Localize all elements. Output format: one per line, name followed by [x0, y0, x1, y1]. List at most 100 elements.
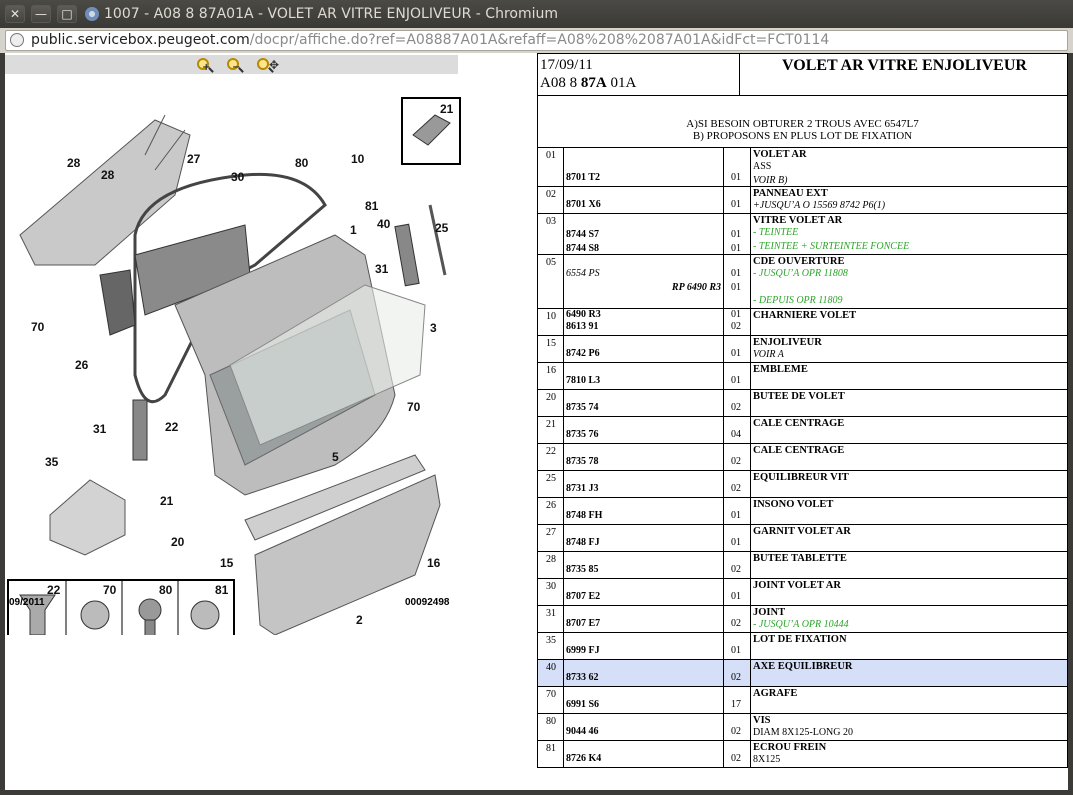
part-number[interactable]: 8735 76	[566, 429, 599, 440]
part-name: JOINT	[753, 607, 786, 618]
page-content: + − ✥	[5, 53, 1068, 790]
ref-number: 05	[546, 257, 556, 268]
close-window-button[interactable]: ✕	[5, 5, 25, 23]
ref-cell: 40	[538, 660, 564, 686]
part-name: BUTEE TABLETTE	[753, 553, 847, 564]
part-number-cell: 8726 K4	[564, 741, 724, 767]
quantity-cell: 01	[724, 336, 751, 362]
part-number[interactable]: 8733 62	[566, 672, 599, 683]
ref-number: 16	[546, 365, 556, 376]
callout-81: 81	[365, 199, 379, 213]
quantity: 02	[731, 618, 741, 629]
part-number[interactable]: 8735 74	[566, 402, 599, 413]
quantity: 04	[731, 429, 741, 440]
part-number[interactable]: 8735 78	[566, 456, 599, 467]
part-number[interactable]: 8731 J3	[566, 483, 599, 494]
address-bar[interactable]: public.servicebox.peugeot.com/docpr/affi…	[5, 30, 1068, 51]
part-number[interactable]: 8707 E2	[566, 591, 601, 602]
replacement-part-number: RP 6490 R3	[671, 281, 721, 293]
pan-zoom-icon	[256, 58, 269, 70]
part-number[interactable]: 6554 PS	[566, 268, 600, 279]
part-number[interactable]: 8744 S7	[566, 229, 600, 240]
part-number[interactable]: 8748 FH	[566, 510, 603, 521]
part-name: PANNEAU EXT	[753, 188, 828, 199]
maximize-window-button[interactable]: □	[57, 5, 77, 23]
zoom-out-button[interactable]: −	[223, 55, 243, 74]
part-number[interactable]: 7810 L3	[566, 375, 601, 386]
callout-16: 16	[427, 556, 441, 570]
part-name: CHARNIERE VOLET	[753, 310, 857, 321]
quantity: 01	[731, 591, 741, 602]
quantity: 01	[731, 537, 741, 548]
part-number[interactable]: 6490 R3	[566, 308, 601, 320]
pan-button[interactable]: ✥	[253, 55, 283, 74]
part-name: GARNIT VOLET AR	[753, 526, 851, 537]
quantity: 01	[731, 308, 741, 320]
part-number[interactable]: 8701 X6	[566, 199, 601, 210]
part-number[interactable]: 8707 E7	[566, 618, 601, 629]
ref-cell: 15	[538, 336, 564, 362]
ref-cell: 27	[538, 525, 564, 551]
part-name: CDE OUVERTURE	[753, 256, 845, 267]
zoom-in-button[interactable]: +	[193, 55, 213, 74]
part-number-cell: 9044 46	[564, 714, 724, 740]
description-cell: BUTEE TABLETTE	[751, 552, 1068, 578]
part-name: LOT DE FIXATION	[753, 634, 847, 645]
ref-cell: 03	[538, 214, 564, 254]
part-number[interactable]: 8742 P6	[566, 348, 600, 359]
part-number[interactable]: 6991 S6	[566, 699, 600, 710]
part-number[interactable]: 8701 T2	[566, 172, 600, 183]
quantity: 01	[731, 172, 741, 183]
parts-diagram-svg: 28 28 27 30 80 10 81 40 25 31 1 3 70 70 …	[7, 97, 461, 647]
part-number[interactable]: 9044 46	[566, 726, 599, 737]
part-number[interactable]: 8744 S8	[566, 242, 600, 254]
part-number[interactable]: 8726 K4	[566, 753, 602, 764]
part-number[interactable]: 8613 91	[566, 321, 599, 332]
minimize-window-button[interactable]: —	[31, 5, 51, 23]
description-cell: BUTEE DE VOLET	[751, 390, 1068, 416]
part-number[interactable]: 8748 FJ	[566, 537, 600, 548]
quantity: 01	[731, 510, 741, 521]
ref-cell: 10	[538, 309, 564, 335]
part-number[interactable]: 8735 85	[566, 564, 599, 575]
description-cell: CDE OUVERTURE- JUSQU’A OPR 11808- DEPUIS…	[751, 255, 1068, 308]
part-number[interactable]: 6999 FJ	[566, 645, 600, 656]
window-title: 1007 - A08 8 87A01A - VOLET AR VITRE ENJ…	[104, 6, 558, 22]
parts-list-panel: 17/09/11 A08 8 87A 01A VOLET AR VITRE EN…	[537, 53, 1068, 790]
header-notes: A)SI BESOIN OBTURER 2 TROUS AVEC 6547L7 …	[537, 95, 1068, 148]
url-text[interactable]: public.servicebox.peugeot.com/docpr/affi…	[31, 31, 829, 50]
part-name: ENJOLIVEUR	[753, 337, 822, 348]
quantity-cell: 02	[724, 552, 751, 578]
page-info-icon[interactable]	[10, 33, 24, 47]
description-cell: JOINT VOLET AR	[751, 579, 1068, 605]
ref-cell: 16	[538, 363, 564, 389]
quantity-cell: 01	[724, 525, 751, 551]
ref-number: 21	[546, 419, 556, 430]
part-number-cell: 8735 74	[564, 390, 724, 416]
exploded-parts-diagram[interactable]: 28 28 27 30 80 10 81 40 25 31 1 3 70 70 …	[5, 75, 465, 647]
description-cell: AGRAFE	[751, 687, 1068, 713]
part-note: - JUSQU’A OPR 11808	[753, 268, 848, 279]
quantity: 02	[731, 672, 741, 683]
